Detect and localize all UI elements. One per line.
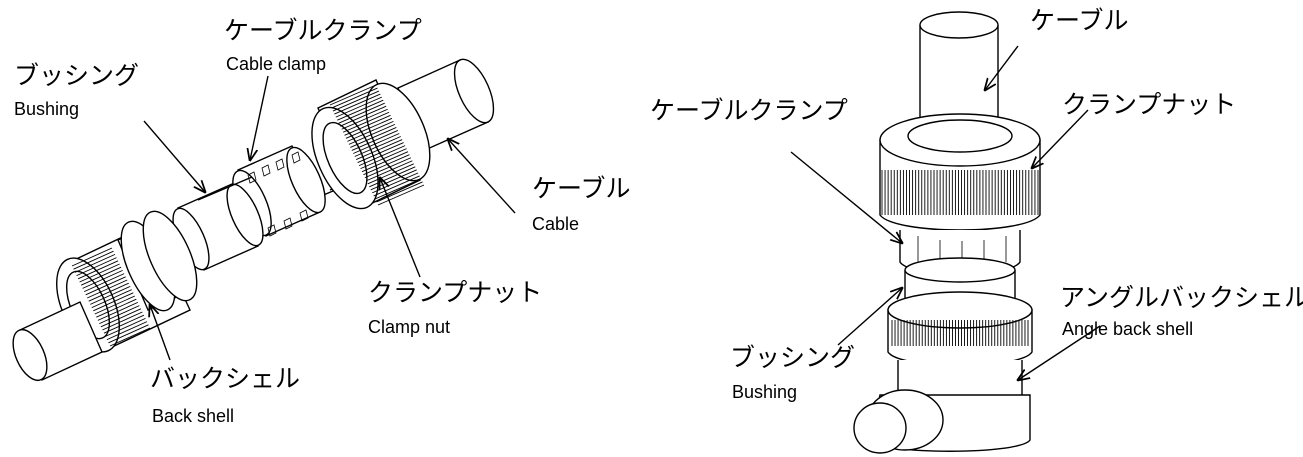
left-cable-end-drawing xyxy=(12,301,103,382)
right-angle-assembly xyxy=(790,11,1101,454)
left-clamp-nut-label-ja: クランプナット xyxy=(368,278,543,307)
right-angle-back-shell-label-ja: アングルバックシェル xyxy=(1060,283,1303,312)
left-back-shell-drawing xyxy=(56,210,198,353)
left-cable-clamp-label-ja: ケーブルクランプ xyxy=(224,16,422,45)
right-cable-label-ja: ケーブル xyxy=(1030,6,1129,35)
left-cable-clamp-label-en: Cable clamp xyxy=(226,54,327,74)
left-cable-label-ja: ケーブル xyxy=(532,174,631,203)
right-cable-drawing xyxy=(919,11,999,136)
left-leader-lines xyxy=(143,75,516,361)
right-cable-clamp-label-ja: ケーブルクランプ xyxy=(650,96,848,125)
left-cable-label-en: Cable xyxy=(532,214,580,234)
right-clamp-nut-drawing xyxy=(879,113,1041,231)
right-bushing-label-ja: ブッシング xyxy=(730,343,856,372)
right-clamp-nut-label-ja: クランプナット xyxy=(1062,90,1237,119)
left-back-shell-label-en: Back shell xyxy=(152,406,235,426)
left-clamp-nut-label-en: Clamp nut xyxy=(368,317,451,337)
left-bushing-drawing xyxy=(172,176,264,271)
left-bushing-label-en: Bushing xyxy=(14,99,80,119)
left-exploded-assembly xyxy=(12,58,516,382)
left-bushing-label-ja: ブッシング xyxy=(14,61,140,90)
left-clamp-nut-drawing xyxy=(311,79,431,210)
right-angle-back-shell-label-en: Angle back shell xyxy=(1062,319,1194,339)
left-back-shell-label-ja: バックシェル xyxy=(150,364,301,393)
right-bushing-label-en: Bushing xyxy=(732,382,798,402)
right-angle-back-shell-drawing xyxy=(853,291,1033,454)
right-leader-lines xyxy=(790,45,1101,380)
